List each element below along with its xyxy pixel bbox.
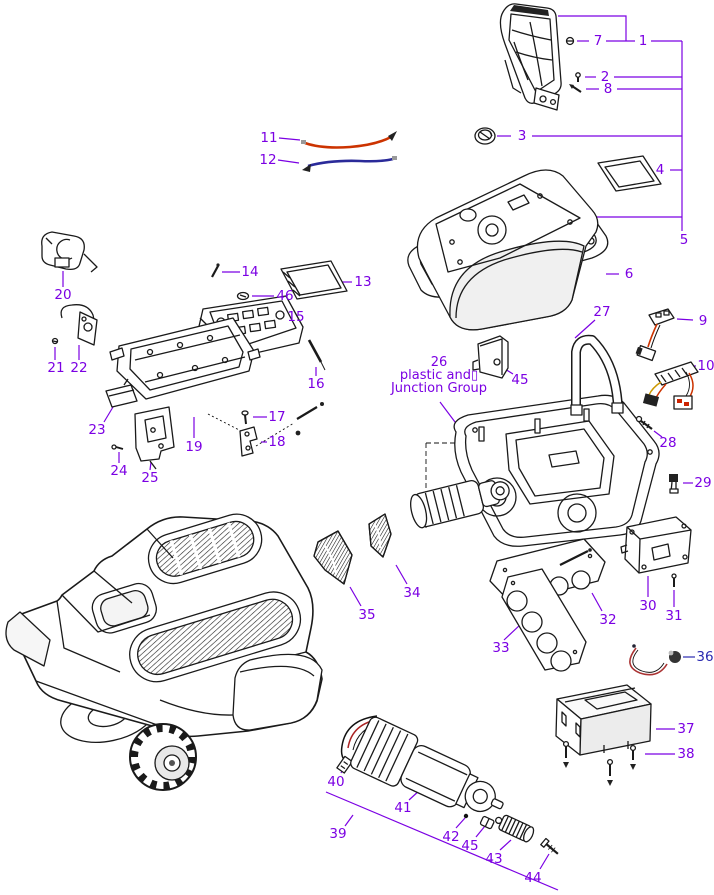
part-36-antenna: [629, 644, 681, 676]
part-11-cable-red: [301, 131, 397, 149]
part-26-tray: [453, 394, 660, 547]
part-33-comb: [501, 568, 587, 672]
part-40-cable: [336, 715, 385, 774]
part-2-screw: [575, 72, 581, 82]
part-18-bracket: [239, 426, 258, 457]
part-31-screw: [671, 573, 677, 587]
part-24-screw: [111, 444, 124, 450]
junction-group-line2: Junction Group: [390, 381, 488, 396]
part-5-top-cover: [416, 169, 599, 331]
part-35-grille: [313, 530, 353, 585]
junction-group-note: 26 plastic and▯ Junction Group: [378, 356, 500, 395]
part-22-bracket: [60, 304, 98, 346]
part-4-plate: [597, 155, 662, 192]
part-44-screw: [540, 837, 559, 855]
part-16-rod: [307, 339, 326, 371]
part-43-pinion: [495, 814, 535, 843]
part-8-pin: [569, 84, 582, 93]
part-45-spacer: [479, 815, 495, 830]
part-34-grille: [368, 513, 392, 558]
junction-group-number: 26: [430, 355, 448, 370]
part-3-cap: [474, 127, 496, 145]
part-42-screw: [463, 813, 469, 819]
part-13-lid: [280, 260, 348, 300]
part-28-screw: [635, 415, 653, 430]
part-38-screws: [562, 740, 637, 786]
part-9-pcb: [635, 308, 675, 362]
part-1-cover-flap: [499, 3, 562, 111]
part-45-box: [472, 335, 509, 379]
mower-assembly: [5, 513, 323, 791]
part-23-plate: [105, 378, 138, 408]
part-blade-motor: [410, 479, 510, 529]
part-30-box: [620, 516, 692, 574]
part-41-motor: [350, 716, 504, 813]
part-14-pin: [211, 263, 220, 278]
part-19-chassis: [109, 317, 261, 400]
part-17-screw: [241, 410, 249, 425]
part-7-screw: [565, 36, 575, 46]
part-rod-right: [295, 402, 324, 436]
part-25-bracket: [134, 406, 175, 470]
part-37-battery: [555, 684, 652, 756]
construction-lines: [207, 413, 457, 528]
part-10-pcb-strip: [642, 361, 699, 410]
junction-group-line1: plastic and▯: [399, 368, 479, 383]
part-27-handle: [570, 334, 624, 416]
part-29-plug: [669, 474, 679, 494]
part-21-screw: [51, 337, 59, 345]
part-20-sensor: [41, 231, 98, 273]
part-12-cable-blue: [302, 156, 397, 172]
part-46-clip: [236, 291, 250, 301]
